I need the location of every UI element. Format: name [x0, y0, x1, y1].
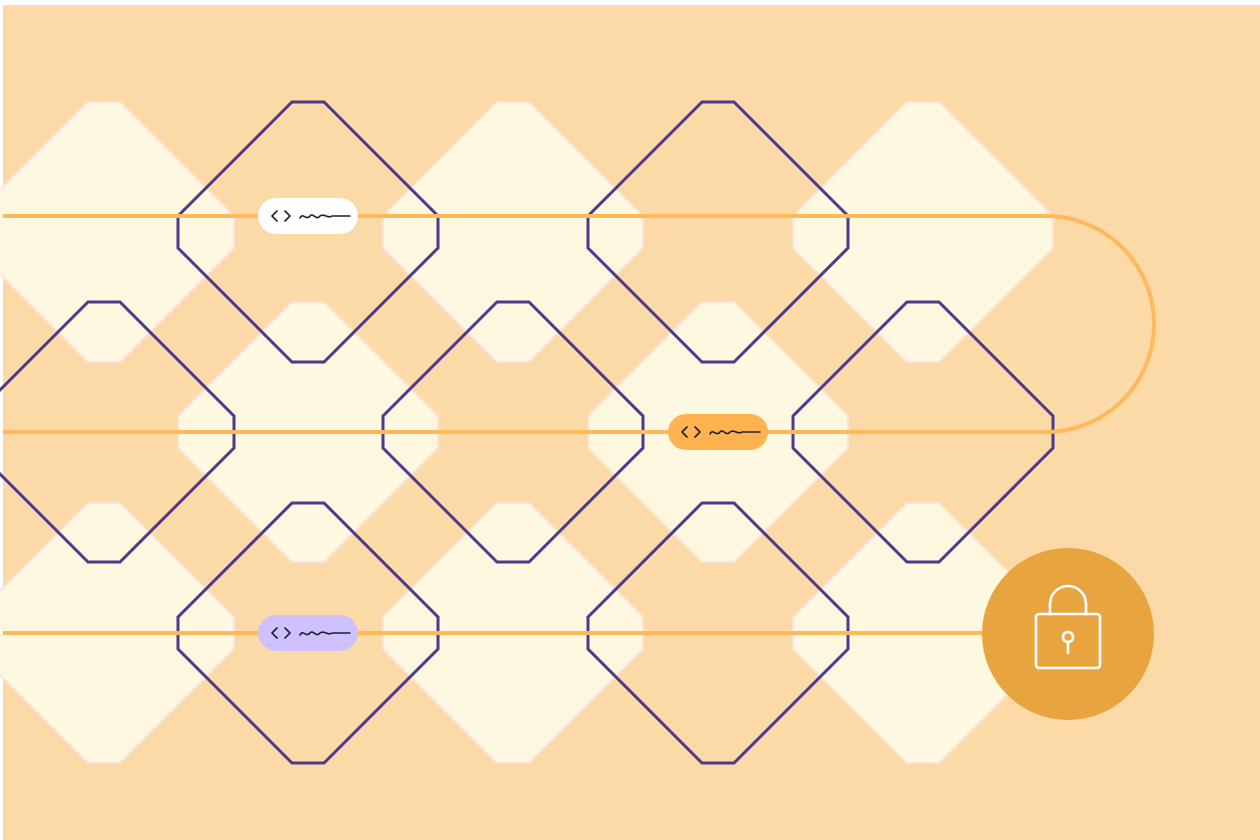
outline-octagon-3 — [586, 501, 850, 765]
outline-octagon-5 — [381, 300, 645, 564]
outline-octagon-4 — [0, 300, 236, 564]
track-bottom-pill — [258, 615, 358, 651]
outline-octagon-6 — [791, 300, 1055, 564]
data-tracks — [3, 214, 1156, 635]
track-middle-pill — [668, 414, 768, 450]
code-brackets-icon — [271, 210, 351, 222]
track-top-pill-body — [258, 198, 358, 234]
outline-octagon-0 — [176, 100, 440, 364]
track-top-pill — [258, 198, 358, 234]
track-loop — [3, 214, 1156, 434]
squiggle-icon — [299, 214, 351, 219]
lock-circle — [982, 548, 1154, 720]
lock-badge — [982, 548, 1154, 720]
track-middle-pill-body — [668, 414, 768, 450]
code-pills — [258, 198, 768, 651]
outline-octagon-1 — [176, 501, 440, 765]
code-brackets-icon — [681, 426, 761, 438]
code-brackets-icon — [271, 627, 351, 639]
filled-diamond-2 — [382, 101, 644, 363]
squiggle-icon — [709, 430, 761, 435]
filled-diamond-0 — [0, 101, 235, 363]
filled-diamond-4 — [792, 101, 1054, 363]
outline-octagon-2 — [586, 100, 850, 364]
padlock-icon — [1034, 584, 1102, 670]
track-bottom-pill-body — [258, 615, 358, 651]
squiggle-icon — [299, 631, 351, 636]
octagon-outline-grid — [0, 100, 1055, 765]
